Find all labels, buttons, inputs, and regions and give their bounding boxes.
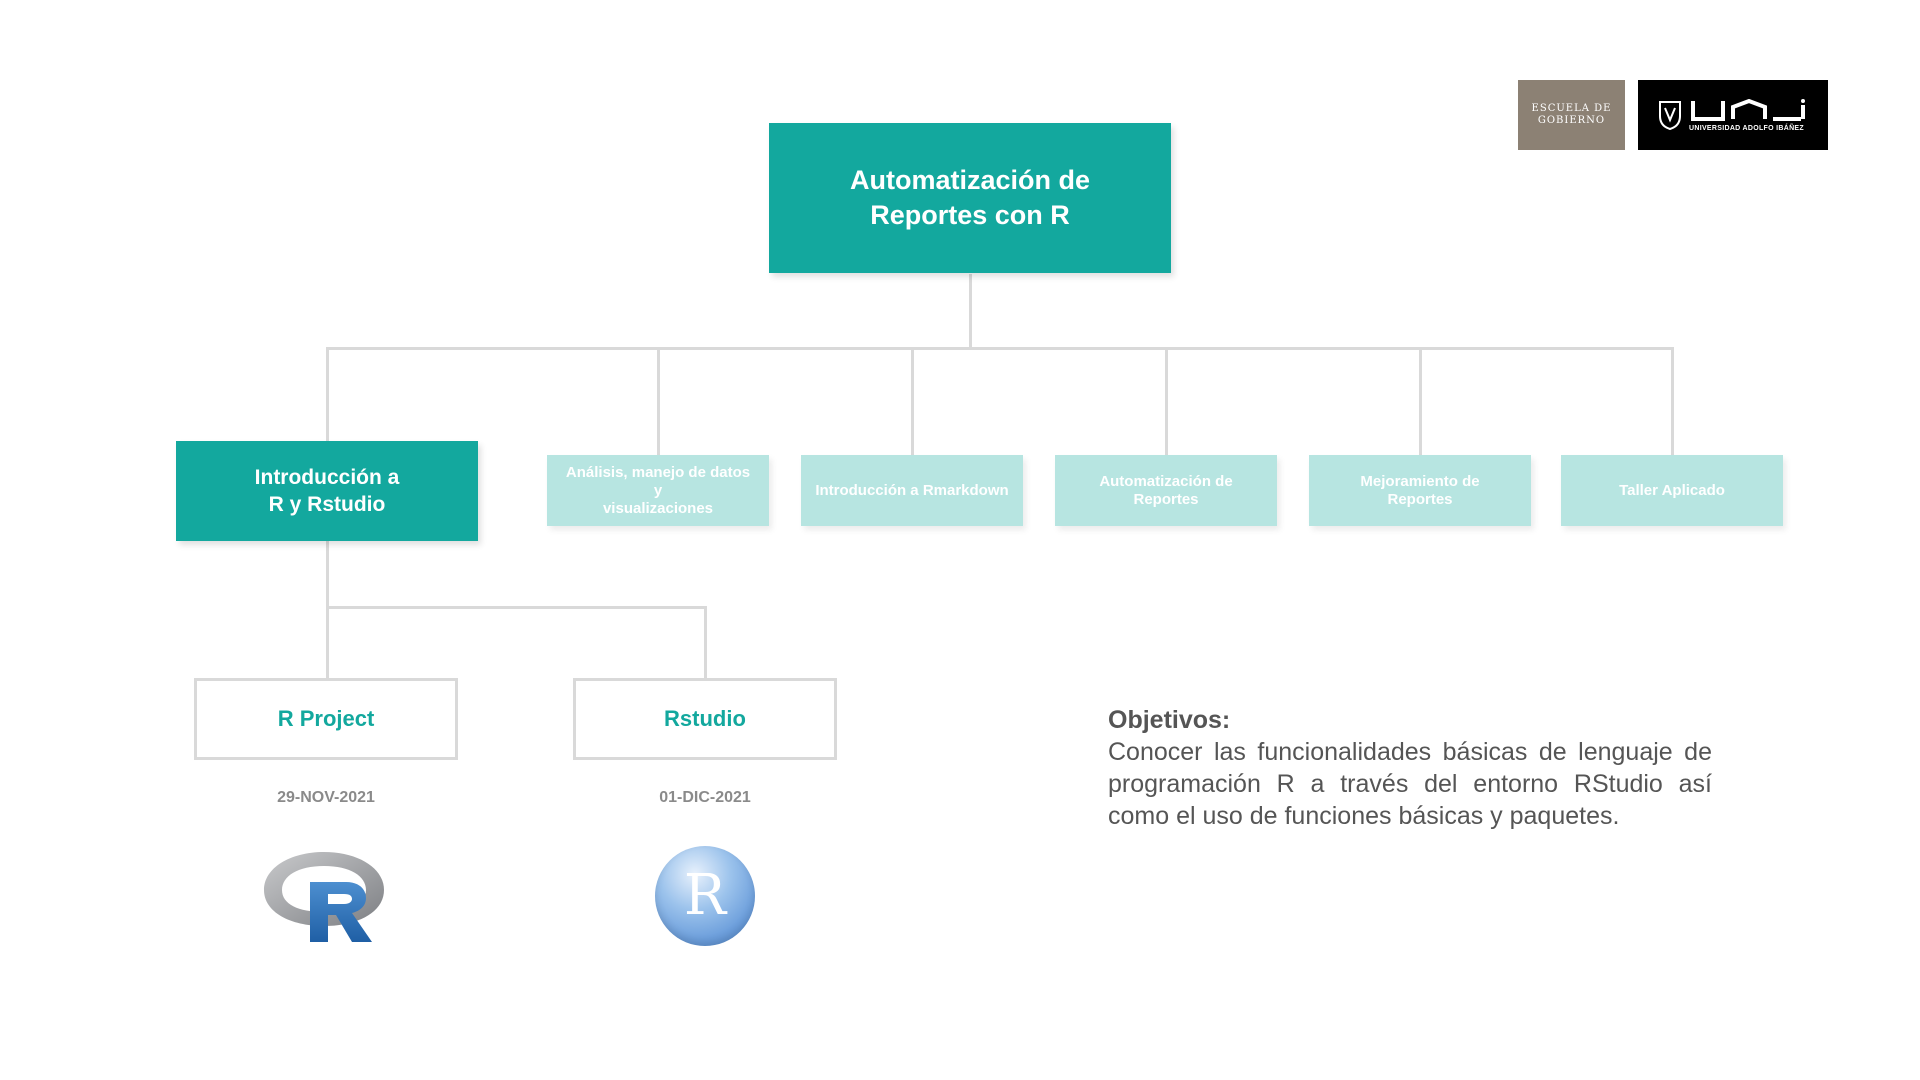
module-node-mejoramiento: Mejoramiento de Reportes	[1309, 455, 1531, 526]
session-node-r-project: R Project	[194, 678, 458, 760]
module-4-line1: Automatización de	[1099, 472, 1233, 490]
connector-intro-down	[326, 541, 329, 678]
module-node-rmarkdown: Introducción a Rmarkdown	[801, 455, 1023, 526]
module-4-line2: Reportes	[1133, 490, 1199, 508]
connector-module-5	[1419, 347, 1422, 455]
session-2-label: Rstudio	[664, 706, 746, 731]
connector-module-3	[911, 347, 914, 455]
connector-session-2	[704, 606, 707, 678]
uai-crest-icon	[1659, 101, 1681, 130]
objectives-body: Conocer las funcionalidades básicas de l…	[1108, 738, 1712, 830]
module-node-automatizacion: Automatización de Reportes	[1055, 455, 1277, 526]
connector-horizontal-sessions	[326, 606, 706, 609]
rstudio-logo-icon: R	[655, 846, 755, 946]
escuela-de-gobierno-logo: ESCUELA DE GOBIERNO	[1518, 80, 1625, 150]
module-5-line2: Reportes	[1387, 490, 1453, 508]
module-5-line1: Mejoramiento de	[1360, 472, 1480, 490]
objectives-block: Objetivos: Conocer las funcionalidades b…	[1108, 704, 1712, 832]
module-2-line2: visualizaciones	[602, 499, 714, 517]
module-node-taller: Taller Aplicado	[1561, 455, 1783, 526]
rstudio-logo-letter: R	[683, 863, 727, 928]
uai-logo-caption: UNIVERSIDAD ADOLFO IBÁÑEZ	[1689, 124, 1804, 132]
escuela-logo-line1: ESCUELA DE	[1531, 103, 1612, 114]
connector-module-4	[1165, 347, 1168, 455]
r-project-logo-icon	[264, 852, 384, 942]
session-node-rstudio: Rstudio	[573, 678, 837, 760]
objectives-title: Objetivos:	[1108, 706, 1231, 734]
root-node-line1: Automatización de	[849, 165, 1091, 195]
connector-module-2	[657, 347, 660, 455]
module-1-line2: R y Rstudio	[268, 493, 386, 516]
root-node-line2: Reportes con R	[870, 200, 1070, 230]
session-1-date: 29-NOV-2021	[277, 789, 375, 806]
module-1-line1: Introducción a	[254, 466, 400, 489]
module-node-intro-r: Introducción a R y Rstudio	[176, 441, 478, 541]
connector-root-down	[969, 274, 972, 350]
uai-logo: UNIVERSIDAD ADOLFO IBÁÑEZ	[1638, 80, 1828, 150]
uai-wordmark-icon	[1691, 98, 1805, 121]
escuela-logo-line2: GOBIERNO	[1537, 115, 1606, 126]
root-node: Automatización de Reportes con R	[769, 123, 1171, 273]
connector-horizontal-modules	[326, 347, 1674, 350]
session-2-date: 01-DIC-2021	[659, 789, 751, 806]
module-node-analisis: Análisis, manejo de datos y visualizacio…	[547, 455, 769, 526]
connector-module-1	[326, 347, 329, 441]
module-6-line1: Taller Aplicado	[1619, 481, 1725, 499]
module-2-line1: Análisis, manejo de datos y	[565, 463, 751, 499]
module-3-line1: Introducción a Rmarkdown	[815, 481, 1009, 499]
session-1-label: R Project	[277, 706, 375, 731]
connector-module-6	[1671, 347, 1674, 455]
